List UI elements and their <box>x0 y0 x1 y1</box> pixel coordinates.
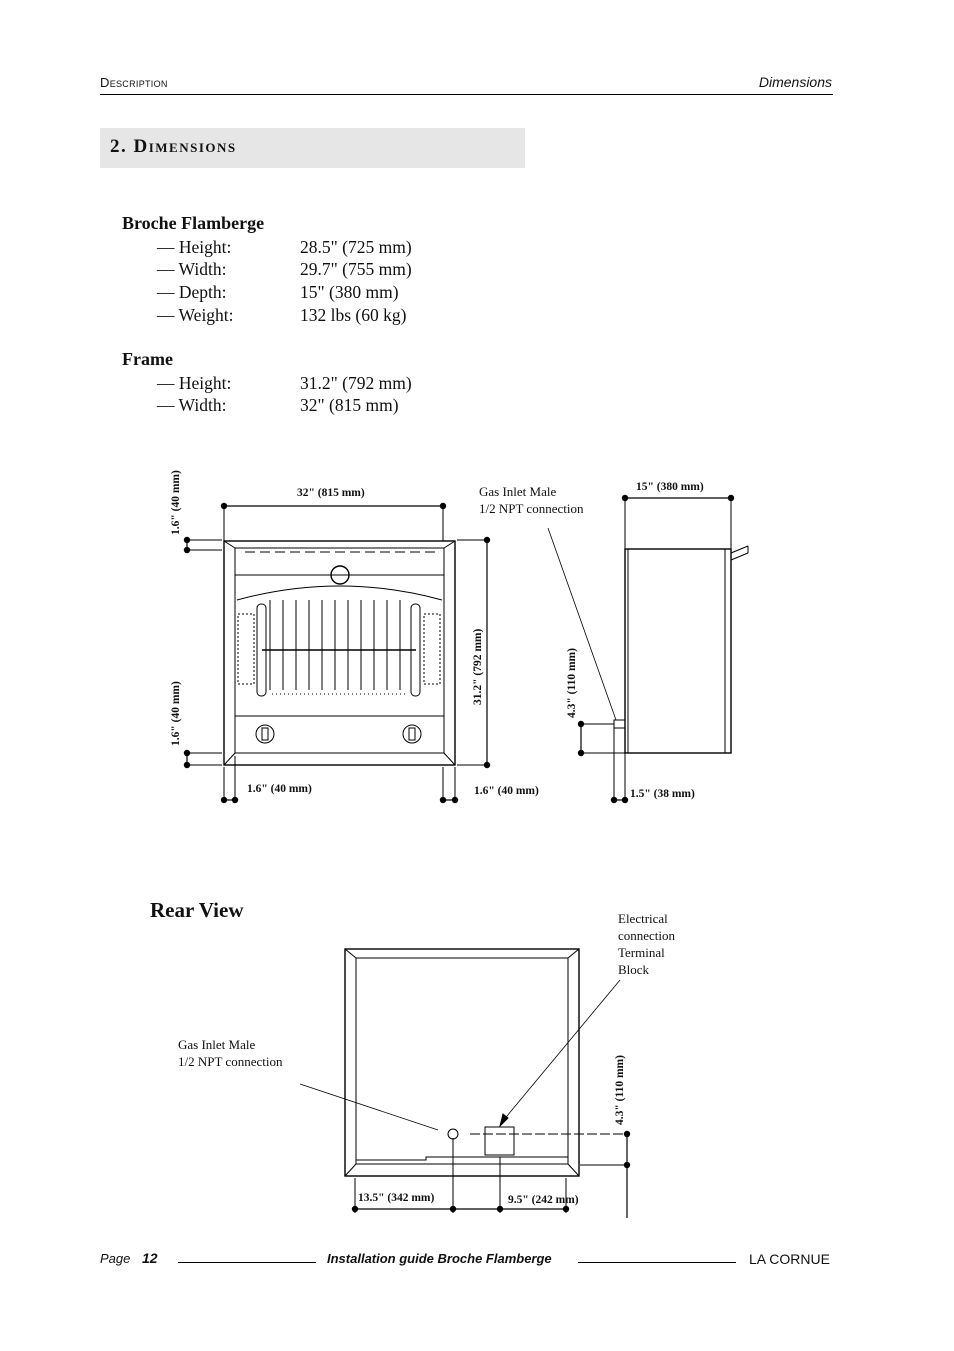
front-gas-note-line2: 1/2 NPT connection <box>479 501 584 516</box>
broche-width-label: — Width: <box>157 259 227 279</box>
broche-weight-value: 132 lbs (60 kg) <box>300 305 407 325</box>
footer-rule-right <box>578 1262 736 1263</box>
rear-gas-offset-dim: 13.5" (342 mm) <box>358 1192 435 1204</box>
frame-width-value: 32" (815 mm) <box>300 395 399 415</box>
front-height-dim: 31.2" (792 mm) <box>472 628 484 705</box>
header-rule <box>100 94 833 95</box>
broche-depth-label: — Depth: <box>157 282 227 302</box>
rear-gas-leader <box>299 1083 439 1131</box>
side-view-outline <box>624 548 732 754</box>
header-section: Description <box>100 75 168 90</box>
frame-title: Frame <box>122 349 173 369</box>
front-arch <box>236 585 443 601</box>
footer-page-number: 12 <box>142 1250 158 1266</box>
rear-gas-note-line2: 1/2 NPT connection <box>178 1054 283 1069</box>
front-frame-outline <box>223 540 456 766</box>
front-top-margin-dim: 1.6" (40 mm) <box>170 470 182 535</box>
frame-width-label: — Width: <box>157 395 227 415</box>
rear-elec-note-4: Block <box>618 962 650 977</box>
footer-brand: LA CORNUE <box>749 1251 830 1267</box>
rear-panel-outline <box>355 957 569 1165</box>
front-right-margin-dim: 1.6" (40 mm) <box>474 785 539 797</box>
section-title: 2. Dimensions <box>110 136 237 157</box>
rear-elec-note-2: connection <box>618 928 676 943</box>
section-title-box: 2. Dimensions <box>100 128 525 168</box>
rear-gas-inlet <box>447 1128 459 1140</box>
gas-inlet-leader <box>547 527 617 721</box>
front-bottom-margin-dim: 1.6" (40 mm) <box>170 681 182 746</box>
rear-elec-offset-dim: 9.5" (242 mm) <box>508 1194 579 1206</box>
rear-elec-leader <box>501 979 621 1123</box>
brand-logo <box>330 565 350 585</box>
front-width-dim: 32" (815 mm) <box>297 487 365 499</box>
footer-page-label: Page <box>100 1251 131 1266</box>
broche-weight-label: — Weight: <box>157 305 234 325</box>
frame-height-label: — Height: <box>157 373 232 393</box>
rear-terminal-block <box>484 1126 515 1156</box>
rear-elec-note-3: Terminal <box>618 945 665 960</box>
front-appliance-outline <box>234 547 445 754</box>
broche-height-value: 28.5" (725 mm) <box>300 237 412 257</box>
rear-view-title: Rear View <box>150 898 244 922</box>
rear-inlet-height-dim: 4.3" (110 mm) <box>614 1055 626 1125</box>
side-depth-dim: 15" (380 mm) <box>636 481 704 493</box>
frame-height-value: 31.2" (792 mm) <box>300 373 412 393</box>
header-topic: Dimensions <box>758 74 832 90</box>
footer-title: Installation guide Broche Flamberge <box>327 1251 552 1266</box>
side-flange-dim: 1.5" (38 mm) <box>630 788 695 800</box>
broche-title: Broche Flamberge <box>122 213 265 233</box>
front-gas-note-line1: Gas Inlet Male <box>479 484 557 499</box>
side-inlet-height-dim: 4.3" (110 mm) <box>566 648 578 718</box>
broche-height-label: — Height: <box>157 237 232 257</box>
rear-frame-outline <box>344 948 580 1177</box>
rear-elec-note-1: Electrical <box>618 911 668 926</box>
footer-rule-left <box>178 1262 316 1263</box>
broche-depth-value: 15" (380 mm) <box>300 282 399 302</box>
front-left-margin-dim: 1.6" (40 mm) <box>247 783 312 795</box>
rear-gas-note-line1: Gas Inlet Male <box>178 1037 256 1052</box>
broche-width-value: 29.7" (755 mm) <box>300 259 412 279</box>
